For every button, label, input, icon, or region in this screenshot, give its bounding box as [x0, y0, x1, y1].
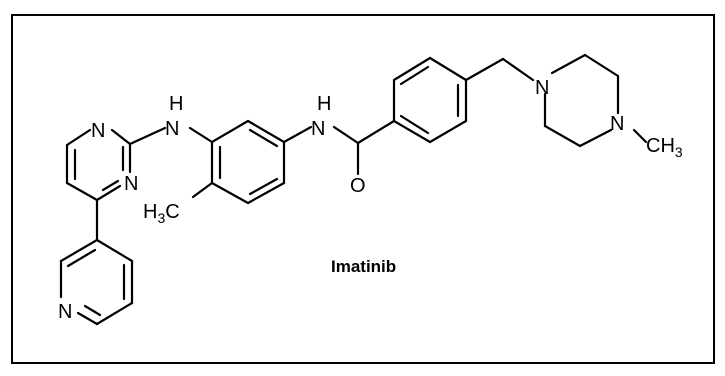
atom-n-piperazine-2: N	[610, 113, 624, 135]
atom-n-pyrimidine-bottom: N	[124, 173, 138, 195]
methyl-label: H3C	[143, 201, 180, 226]
atom-n-pyrimidine-top: N	[91, 120, 105, 142]
amide-group	[282, 119, 396, 176]
atom-n-right: N	[311, 118, 325, 140]
piperazine-ring	[543, 53, 648, 148]
atom-n-piperazine-1: N	[535, 77, 549, 99]
amine-linker-left	[128, 126, 214, 146]
benzyl-ring	[392, 56, 535, 144]
atom-n-left: N	[165, 118, 179, 140]
n-methyl-label: CH3	[646, 135, 683, 160]
pyridine-ring	[59, 198, 134, 326]
figure-caption: Imatinib	[331, 257, 396, 276]
atom-h-right: H	[317, 93, 331, 115]
atom-o-carbonyl: O	[350, 175, 366, 197]
central-benzene-ring	[191, 119, 286, 205]
atom-n-pyridine: N	[58, 301, 72, 323]
pyrimidine-ring	[65, 128, 132, 202]
atom-h-left: H	[169, 93, 183, 115]
